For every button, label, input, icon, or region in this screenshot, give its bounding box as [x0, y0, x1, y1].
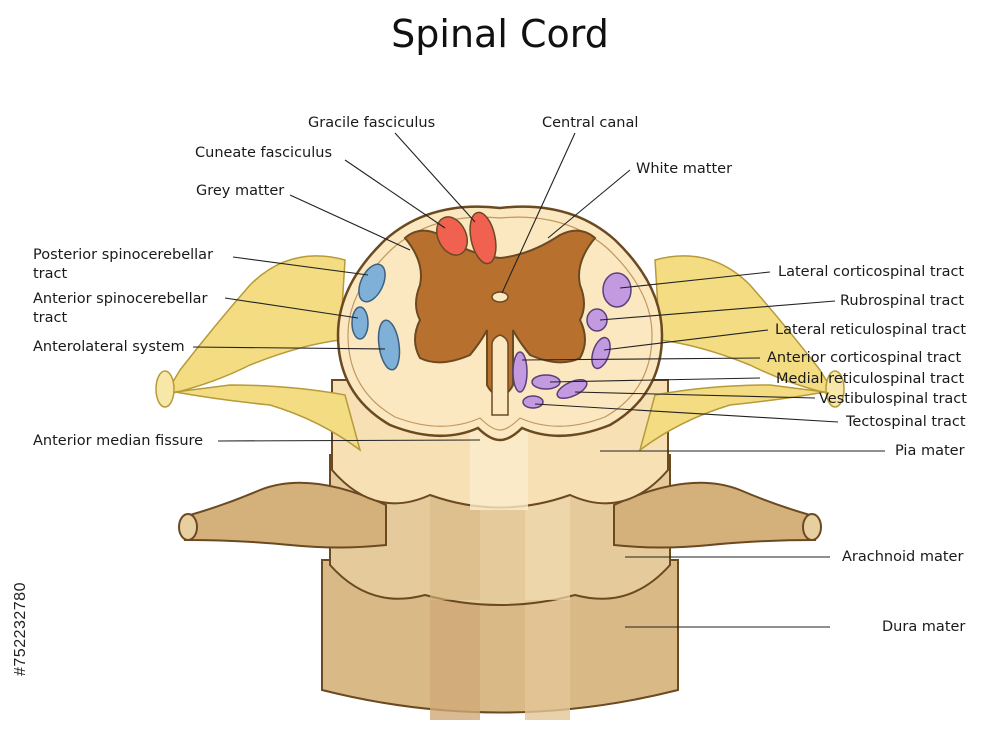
- dorsal-rootlets-right: [654, 255, 837, 397]
- label-anterior-median-fissure: Anterior median fissure: [33, 433, 204, 449]
- gracile-fasciculus-tract: [469, 211, 497, 265]
- leader-cuneate: [344, 159, 446, 229]
- stock-image-id: #752232780: [6, 515, 29, 745]
- label-medial-reticulospinal-tract: Medial reticulospinal tract: [776, 371, 965, 387]
- leader-tectospinal: [534, 403, 839, 423]
- label-dura-mater: Dura mater: [882, 619, 966, 635]
- tectospinal-tract: [522, 395, 544, 409]
- stock-image-id-text: #752232780: [12, 582, 29, 676]
- label-anterolateral-system: Anterolateral system: [33, 339, 185, 355]
- leader-lines: [192, 132, 885, 628]
- label-arachnoid-mater: Arachnoid mater: [842, 549, 964, 565]
- leader-lateral-reticulospinal: [603, 329, 769, 351]
- leader-central-canal: [501, 132, 576, 294]
- label-rubrospinal-tract: Rubrospinal tract: [840, 293, 965, 309]
- leader-white-matter: [547, 169, 631, 239]
- leader-gracile: [394, 132, 476, 223]
- rubrospinal-tract: [586, 308, 608, 332]
- white-matter-inner-outline: [347, 216, 653, 431]
- leader-posterior-spinocerebellar: [232, 256, 369, 276]
- label-central-canal: Central canal: [542, 115, 639, 131]
- leader-rubrospinal: [599, 300, 836, 321]
- ventral-rootlets-right: [638, 384, 826, 452]
- spinal-nerve-left-end: [178, 513, 198, 541]
- label-white-matter: White matter: [636, 161, 733, 177]
- leader-anterior-corticospinal: [521, 357, 761, 361]
- posterior-spinocerebellar-tract: [358, 263, 386, 303]
- anterior-median-fissure: [491, 334, 509, 416]
- leader-vestibulospinal: [574, 391, 816, 399]
- label-posterior-spinocerebellar-tract: Posterior spinocerebellar tract: [33, 247, 214, 282]
- leader-anterior-spinocerebellar: [224, 297, 359, 319]
- lateral-reticulospinal-tract: [591, 336, 611, 370]
- anterior-corticospinal-tract: [512, 351, 528, 393]
- label-vestibulospinal-tract: Vestibulospinal tract: [819, 391, 967, 407]
- leader-lateral-corticospinal: [619, 271, 771, 289]
- leader-anterolateral: [192, 346, 386, 350]
- diagram-title: Spinal Cord: [391, 12, 609, 56]
- label-tectospinal-tract: Tectospinal tract: [846, 414, 966, 430]
- label-pia-mater: Pia mater: [895, 443, 965, 459]
- leader-medial-reticulospinal: [549, 377, 761, 383]
- lateral-corticospinal-tract: [602, 272, 632, 308]
- dorsal-rootlets-left: [163, 255, 346, 397]
- label-lateral-corticospinal-tract: Lateral corticospinal tract: [778, 264, 965, 280]
- label-anterior-spinocerebellar-tract: Anterior spinocerebellar tract: [33, 291, 208, 326]
- rootlets-right-end: [825, 370, 845, 408]
- label-anterior-corticospinal-tract: Anterior corticospinal tract: [767, 350, 962, 366]
- anterolateral-system-tract: [377, 319, 401, 371]
- cuneate-fasciculus-tract: [436, 216, 468, 256]
- rootlets-left-end: [155, 370, 175, 408]
- central-canal: [491, 291, 509, 303]
- label-lateral-reticulospinal-tract: Lateral reticulospinal tract: [775, 322, 967, 338]
- vestibulospinal-tract: [556, 378, 588, 400]
- label-gracile-fasciculus: Gracile fasciculus: [308, 115, 436, 131]
- anterior-spinocerebellar-tract: [351, 306, 369, 340]
- label-grey-matter: Grey matter: [196, 183, 285, 199]
- leader-anterior-median-fissure: [217, 439, 481, 442]
- leader-grey-matter: [289, 194, 411, 251]
- spinal-nerve-right-end: [802, 513, 822, 541]
- ventral-rootlets-left: [174, 384, 362, 452]
- label-cuneate-fasciculus: Cuneate fasciculus: [195, 145, 333, 161]
